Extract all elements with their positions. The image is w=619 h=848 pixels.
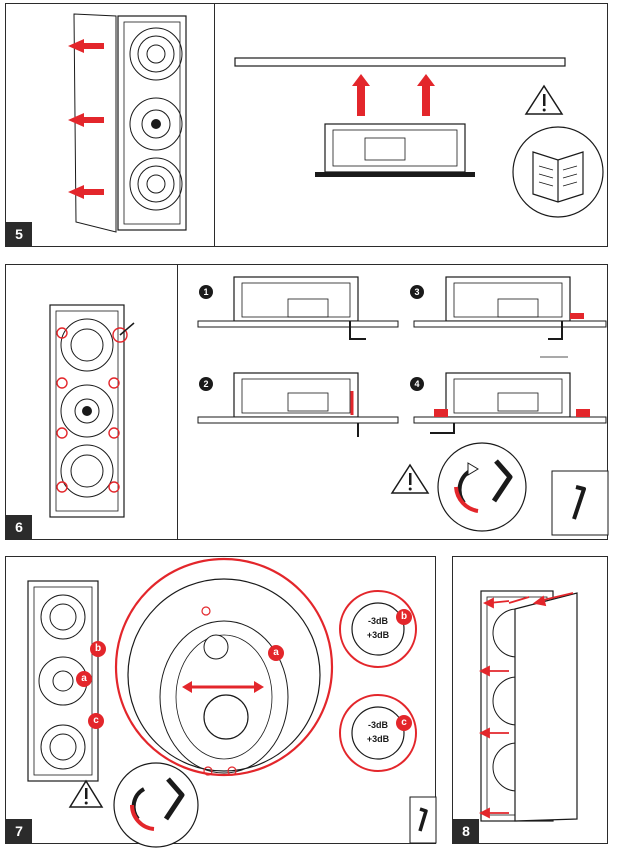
step-5-number: 5 <box>6 222 32 246</box>
step-6-divider <box>177 265 178 539</box>
tweeter-adjustment-illustration <box>27 557 437 848</box>
callout-c-label: c <box>93 715 99 726</box>
step-8-panel: 8 <box>452 556 608 844</box>
substep-2-badge: 2 <box>199 377 213 391</box>
substep-1-badge: 1 <box>199 285 213 299</box>
speaker-screw-locations-illustration <box>49 304 135 518</box>
callout-b-detail-label: b <box>400 611 408 622</box>
step-7-panel: 7 <box>5 556 437 848</box>
grille-reattach-illustration <box>478 590 578 822</box>
callout-a-label: a <box>81 673 87 684</box>
callout-a-detail-label: a <box>273 647 279 658</box>
switch-b-top-label: -3dB <box>368 616 388 626</box>
step-6-number: 6 <box>6 515 32 539</box>
speaker-grille-removal-illustration <box>68 13 187 233</box>
step-5-panel: 5 <box>5 3 608 247</box>
step-6-panel: 6 1 2 3 4 <box>5 264 609 540</box>
step-5-divider <box>214 4 215 246</box>
step-8-number: 8 <box>453 819 479 843</box>
substep-4-badge: 4 <box>410 377 424 391</box>
step-7-number: 7 <box>6 819 32 843</box>
callout-b-label: b <box>94 643 102 654</box>
switch-b-bottom-label: +3dB <box>366 630 390 640</box>
callout-c-detail-label: c <box>401 717 407 728</box>
clamp-tightening-sequence-illustration <box>197 276 609 536</box>
ceiling-mount-illustration <box>234 57 604 218</box>
substep-3-badge: 3 <box>410 285 424 299</box>
switch-c-bottom-label: +3dB <box>366 734 390 744</box>
switch-c-top-label: -3dB <box>368 720 388 730</box>
